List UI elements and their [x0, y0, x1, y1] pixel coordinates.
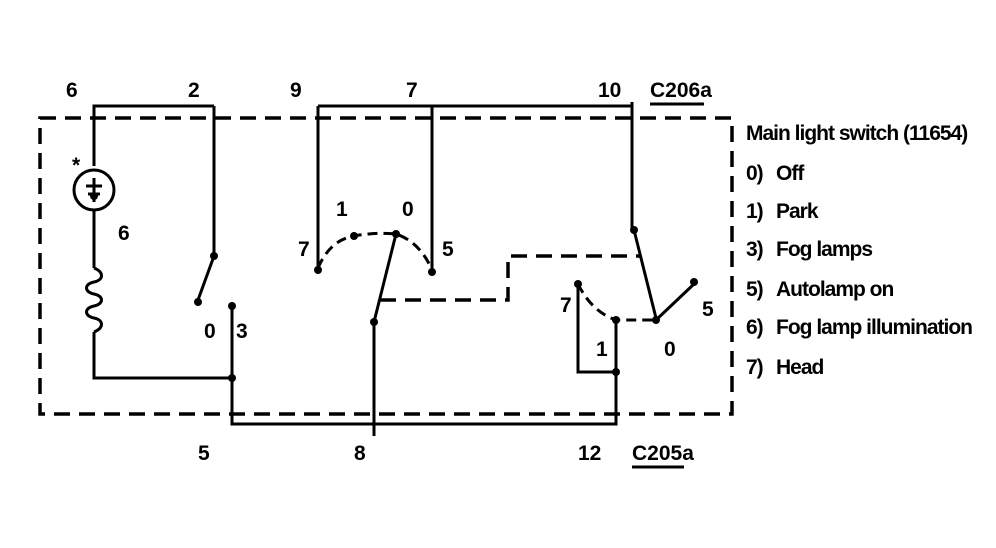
legend-key-2: 3) [746, 238, 763, 261]
legend-key-1: 1) [746, 200, 763, 223]
legend-key-5: 7) [746, 356, 763, 379]
right-switch-contact-5 [690, 278, 698, 286]
pin-label-12: 12 [578, 442, 601, 465]
mid-switch-contact-1 [350, 232, 358, 240]
left-switch-label-3: 3 [236, 320, 248, 343]
legend-text-2: Fog lamps [776, 238, 872, 261]
mid-switch-label-0: 0 [402, 198, 414, 221]
left-switch-blade [196, 255, 216, 301]
wire-pin6-to-pin2 [92, 104, 214, 122]
small-switch-label-1: 1 [596, 338, 608, 361]
wire-to-pin5 [230, 378, 372, 426]
mid-switch-blade [372, 233, 398, 323]
resistor-icon [85, 266, 103, 334]
legend-text-5: Head [776, 356, 824, 379]
right-switch-label-5: 5 [702, 298, 714, 321]
legend-text-0: Off [776, 162, 805, 185]
legend-key-0: 0) [746, 162, 763, 185]
legend-text-1: Park [776, 200, 819, 223]
wire-resistor-bottom [92, 332, 232, 380]
legend-key-4: 6) [746, 316, 763, 339]
legend-list: 0) Off 1) Park 3) Fog lamps 5) Autolamp … [746, 162, 973, 379]
bulb-marker: * [72, 154, 81, 177]
mid-switch-contact-7 [314, 266, 322, 274]
small-switch-arc [576, 283, 656, 322]
mid-switch-label-7: 7 [298, 238, 310, 261]
connector-label-bottom: C205a [632, 442, 694, 465]
right-switch-arm-5 [654, 282, 696, 322]
connector-label-top: C206a [650, 79, 712, 102]
pin-label-5: 5 [198, 442, 210, 465]
bulb-center-dot [90, 192, 98, 200]
right-switch-label-0: 0 [664, 338, 676, 361]
wire-to-pin12 [372, 372, 618, 426]
small-switch-label-7: 7 [560, 294, 572, 317]
legend-text-3: Autolamp on [776, 278, 893, 301]
wire-small-loop [576, 284, 618, 374]
pin-label-2: 2 [188, 79, 200, 102]
pin-label-6: 6 [66, 79, 78, 102]
pin-label-10: 10 [598, 79, 621, 102]
mid-switch-label-1: 1 [336, 198, 348, 221]
right-switch-blade [632, 229, 658, 319]
legend-text-4: Fog lamp illumination [776, 316, 972, 339]
bulb-pin-label: 6 [118, 222, 130, 245]
legend-key-3: 5) [746, 278, 763, 301]
mechanical-link [380, 254, 640, 302]
left-switch-label-0: 0 [204, 320, 216, 343]
mid-switch-arc [316, 231, 434, 271]
legend-title: Main light switch (11654) [746, 122, 967, 145]
pin-label-8: 8 [354, 442, 366, 465]
switch-housing-outline [38, 116, 734, 416]
mid-switch-contact-5 [428, 268, 436, 276]
pin-label-9: 9 [290, 79, 302, 102]
mid-switch-label-5: 5 [442, 238, 454, 261]
left-switch-contact-0 [194, 298, 202, 306]
left-switch-pivot [210, 252, 218, 260]
pin-label-7: 7 [406, 79, 418, 102]
